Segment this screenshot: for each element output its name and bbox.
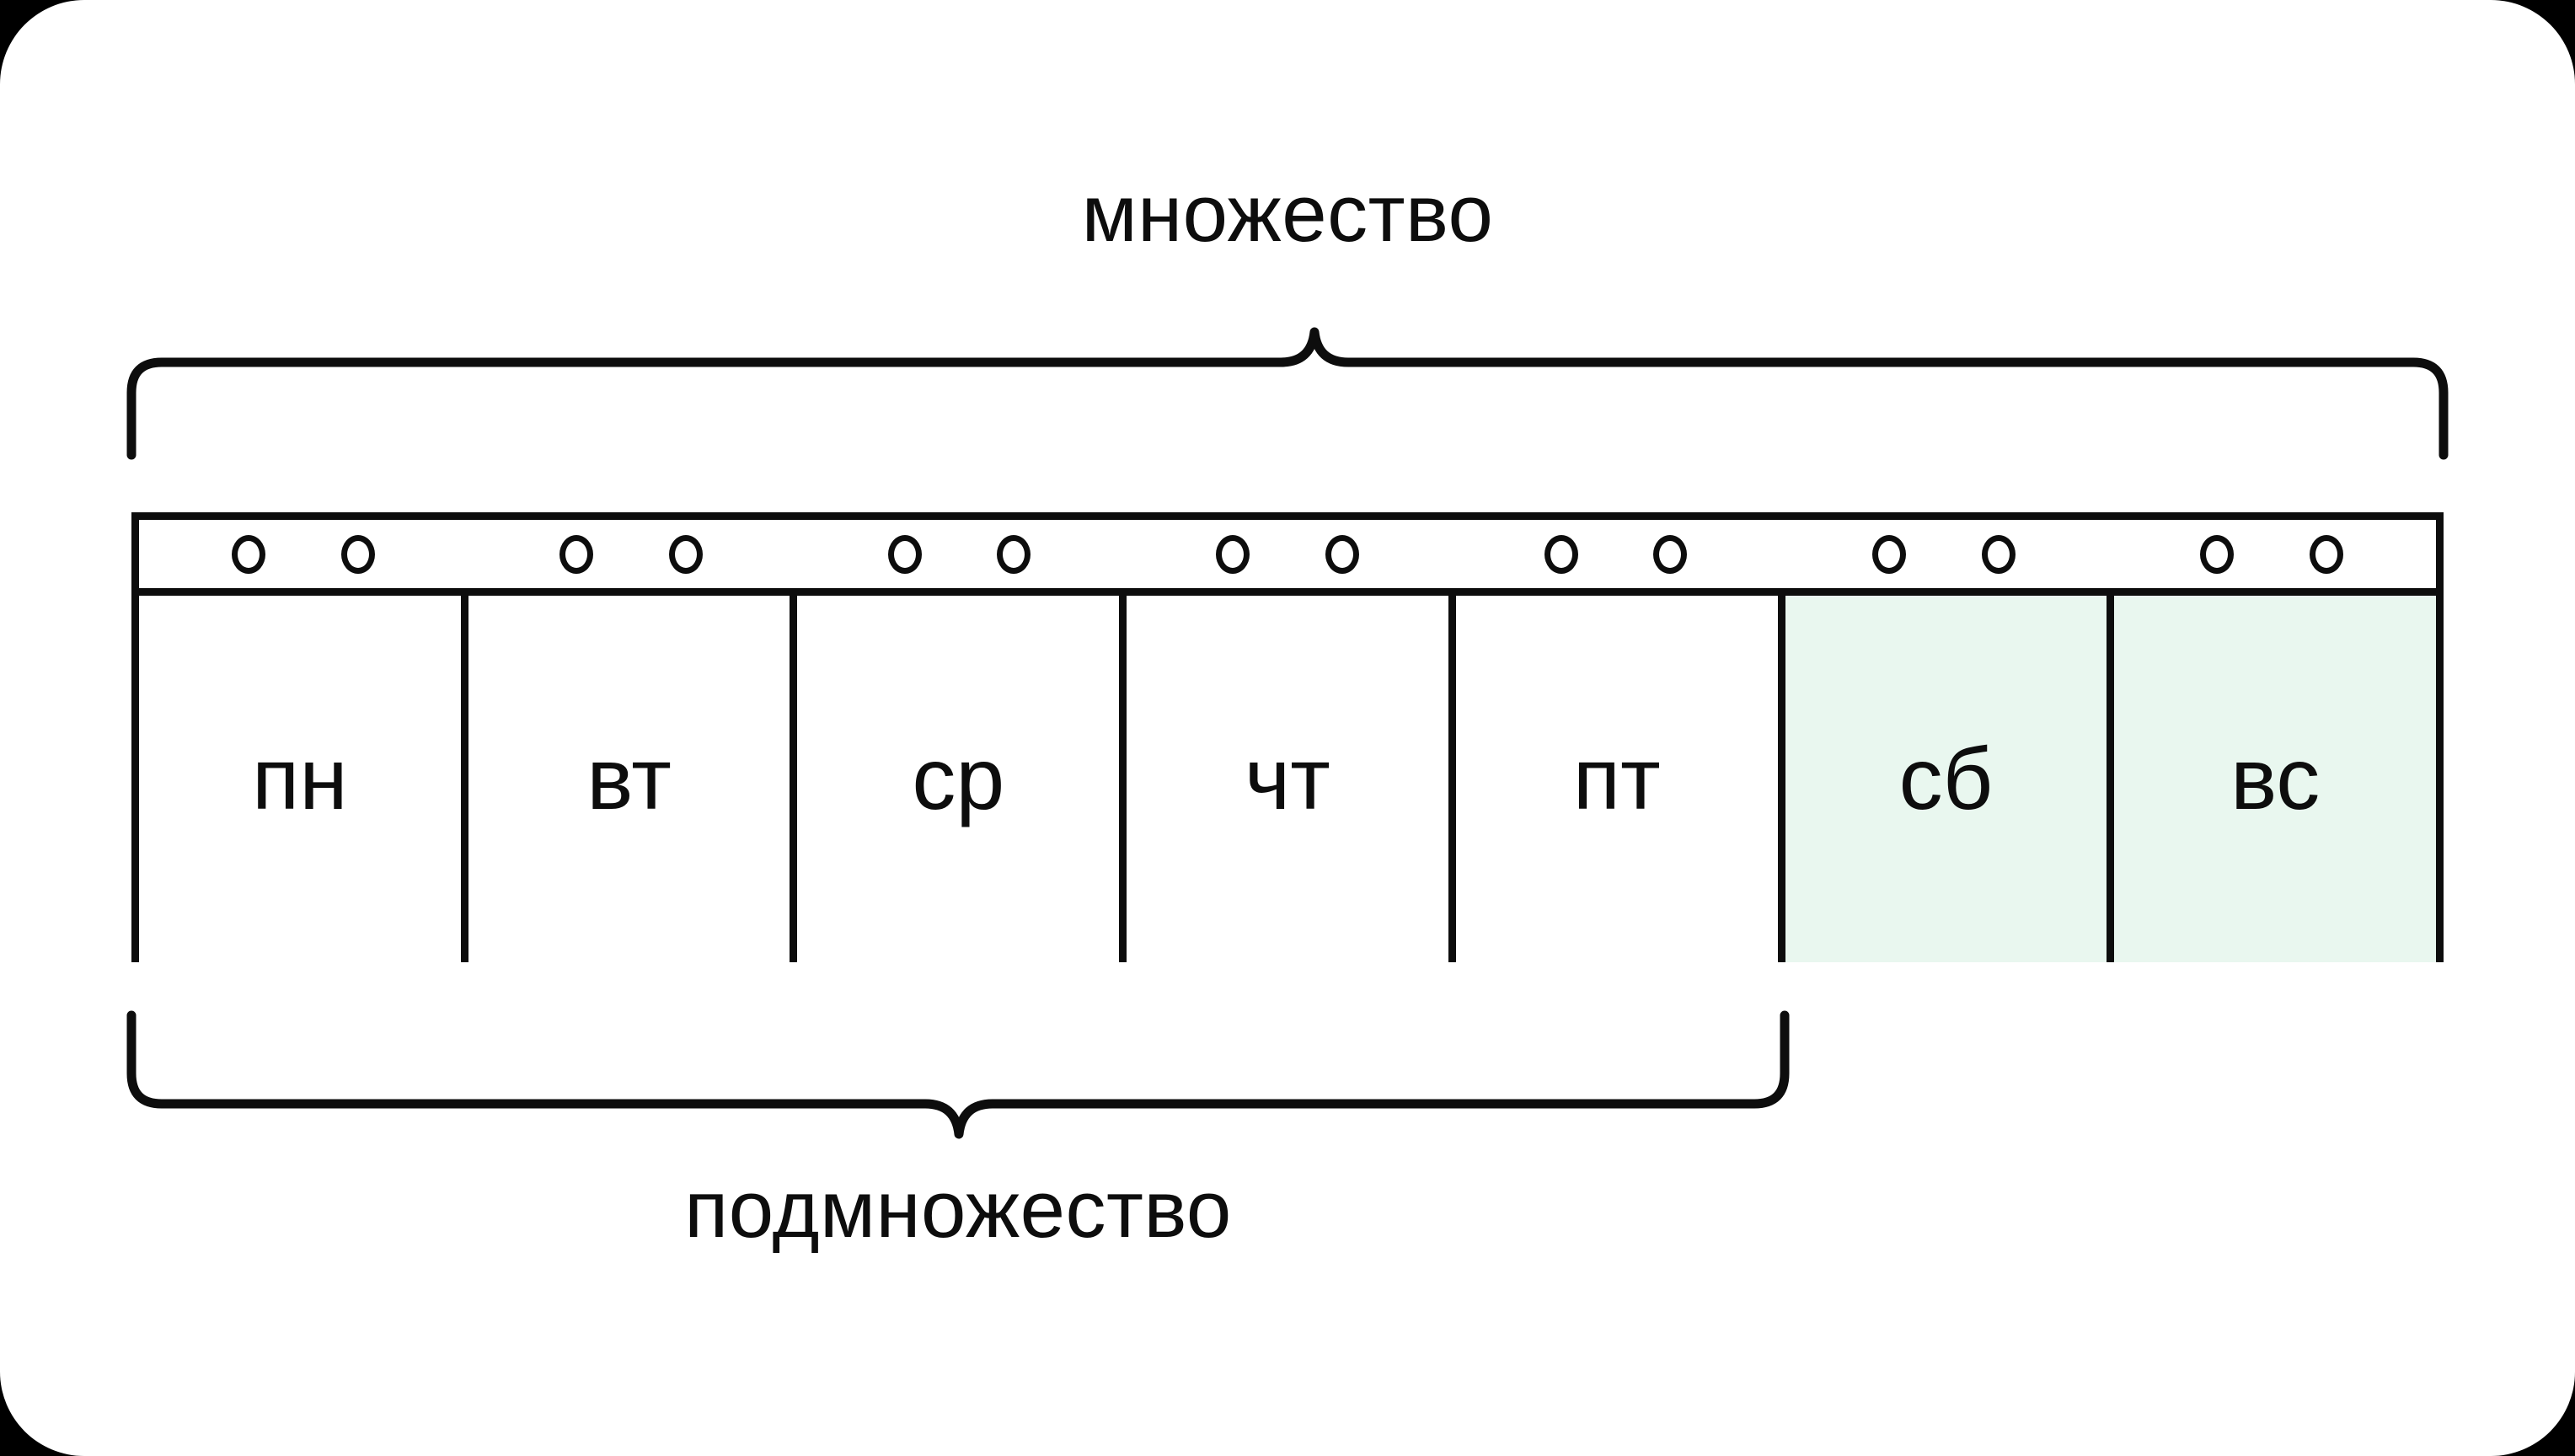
top-brace-path: [126, 327, 2449, 460]
day-label: вт: [586, 730, 672, 828]
day-label: вс: [2230, 730, 2321, 828]
ring-hole-icon: [559, 534, 594, 574]
ring-hole-icon: [1653, 534, 1688, 574]
ring-hole-icon: [2200, 534, 2235, 574]
ring-hole-icon: [1325, 534, 1359, 574]
day-label: ср: [912, 730, 1005, 828]
ring-hole-icon: [1871, 534, 1906, 574]
ring-binder-strip: [139, 520, 2436, 596]
day-cell-sunday[interactable]: вс: [2114, 596, 2437, 962]
day-cell-thursday[interactable]: чт: [1127, 596, 1456, 962]
week-table: пн вт ср чт пт сб вс: [131, 512, 2444, 962]
day-label: чт: [1245, 730, 1330, 828]
day-label: сб: [1898, 730, 1994, 828]
ring-hole-icon: [669, 534, 704, 574]
ring-hole-icon: [340, 534, 375, 574]
ring-hole-icon: [1216, 534, 1250, 574]
ring-hole-icon: [231, 534, 265, 574]
day-cell-wednesday[interactable]: ср: [797, 596, 1127, 962]
ring-hole-icon: [1544, 534, 1578, 574]
day-label: пн: [251, 730, 348, 828]
subset-label: подмножество: [684, 1164, 1232, 1255]
day-label: пт: [1572, 730, 1661, 828]
day-cell-monday[interactable]: пн: [139, 596, 468, 962]
set-label: множество: [1081, 169, 1494, 259]
ring-hole-icon: [1981, 534, 2016, 574]
ring-hole-icon: [997, 534, 1031, 574]
day-cell-tuesday[interactable]: вт: [468, 596, 798, 962]
day-cells-row: пн вт ср чт пт сб вс: [139, 596, 2437, 962]
ring-hole-icon: [887, 534, 922, 574]
day-cell-saturday[interactable]: сб: [1785, 596, 2115, 962]
ring-hole-icon: [2310, 534, 2344, 574]
day-cell-friday[interactable]: пт: [1455, 596, 1785, 962]
bottom-brace-path: [126, 1010, 1790, 1139]
